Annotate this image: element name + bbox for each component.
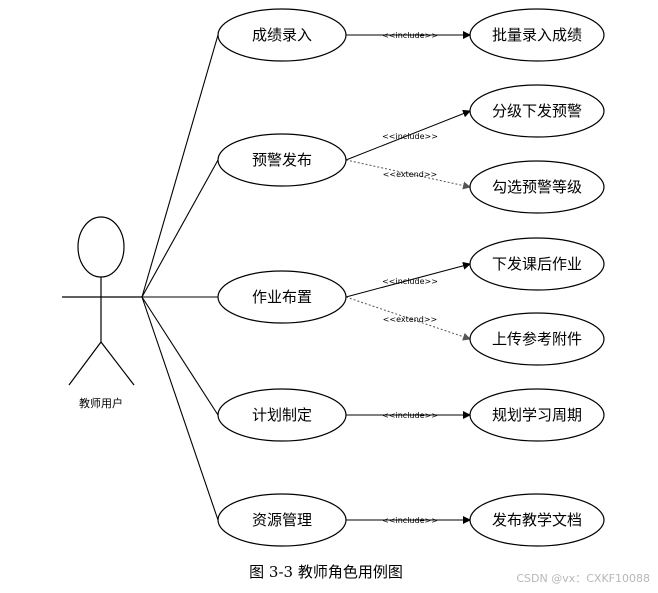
associations bbox=[141, 34, 219, 521]
use-case-label: 分级下发预警 bbox=[492, 102, 582, 120]
stereotype-label: <<include>> bbox=[382, 516, 438, 525]
actor-head bbox=[77, 216, 125, 278]
use-case-label: 上传参考附件 bbox=[492, 330, 582, 348]
sub-case-publish-teaching-doc: 发布教学文档 bbox=[469, 493, 605, 547]
use-case-ellipse bbox=[217, 493, 347, 547]
use-case-ellipse bbox=[469, 84, 605, 138]
use-case-ellipse bbox=[469, 493, 605, 547]
use-case-label: 预警发布 bbox=[252, 151, 312, 169]
use-case-ellipse bbox=[217, 133, 347, 187]
watermark-text: CSDN @vx：CXKF10088 bbox=[516, 572, 650, 585]
use-case-grade-entry: 成绩录入 bbox=[217, 8, 347, 62]
sub-case-batch-grade-entry: 批量录入成绩 bbox=[469, 8, 605, 62]
stereotype-label: <<include>> bbox=[382, 277, 438, 286]
figure-caption: 图 3-3 教师角色用例图 bbox=[249, 563, 403, 581]
use-case-label: 勾选预警等级 bbox=[492, 178, 582, 196]
stereotype-label: <<include>> bbox=[382, 31, 438, 40]
use-case-ellipse bbox=[469, 312, 605, 366]
sub-case-assign-homework: 下发课后作业 bbox=[469, 237, 605, 291]
use-case-warning-publish: 预警发布 bbox=[217, 133, 347, 187]
use-case-label: 成绩录入 bbox=[252, 26, 312, 44]
association-line bbox=[141, 296, 219, 416]
dependencies: <<include>> <<include>> <<extend>> <<inc… bbox=[345, 31, 471, 525]
use-case-label: 资源管理 bbox=[252, 511, 312, 529]
sub-case-plan-study-cycle: 规划学习周期 bbox=[469, 388, 605, 442]
actor-left-leg bbox=[68, 341, 102, 386]
stereotype-label: <<include>> bbox=[382, 411, 438, 420]
sub-case-tiered-warning: 分级下发预警 bbox=[469, 84, 605, 138]
use-case-ellipse bbox=[217, 388, 347, 442]
use-case-resource-management: 资源管理 bbox=[217, 493, 347, 547]
use-case-ellipse bbox=[469, 388, 605, 442]
use-case-ellipse bbox=[217, 8, 347, 62]
actor-right-leg bbox=[100, 341, 135, 386]
use-case-label: 作业布置 bbox=[252, 288, 312, 306]
use-case-label: 批量录入成绩 bbox=[492, 26, 582, 44]
actor-teacher: 教师用户 bbox=[62, 216, 142, 410]
use-case-ellipse bbox=[469, 8, 605, 62]
stereotype-label: <<include>> bbox=[382, 132, 438, 141]
use-case-homework-assign: 作业布置 bbox=[217, 270, 347, 324]
extend-arrow bbox=[345, 159, 471, 190]
use-case-plan-making: 计划制定 bbox=[217, 388, 347, 442]
use-case-label: 下发课后作业 bbox=[492, 255, 582, 273]
association-line bbox=[141, 159, 219, 298]
association-line bbox=[141, 34, 219, 298]
use-case-ellipse bbox=[469, 160, 605, 214]
stereotype-label: <<extend>> bbox=[383, 315, 438, 324]
use-case-label: 发布教学文档 bbox=[492, 511, 582, 529]
stereotype-label: <<extend>> bbox=[383, 170, 438, 179]
include-arrow bbox=[345, 109, 471, 161]
association-line bbox=[141, 296, 219, 521]
extend-arrow bbox=[345, 296, 471, 341]
use-case-ellipse bbox=[469, 237, 605, 291]
use-case-label: 规划学习周期 bbox=[492, 406, 582, 424]
use-case-ellipse bbox=[217, 270, 347, 324]
actor-label: 教师用户 bbox=[79, 396, 123, 410]
sub-case-upload-attachment: 上传参考附件 bbox=[469, 312, 605, 366]
sub-case-select-warning-level: 勾选预警等级 bbox=[469, 160, 605, 214]
use-case-label: 计划制定 bbox=[252, 406, 312, 424]
include-arrow bbox=[345, 261, 471, 298]
